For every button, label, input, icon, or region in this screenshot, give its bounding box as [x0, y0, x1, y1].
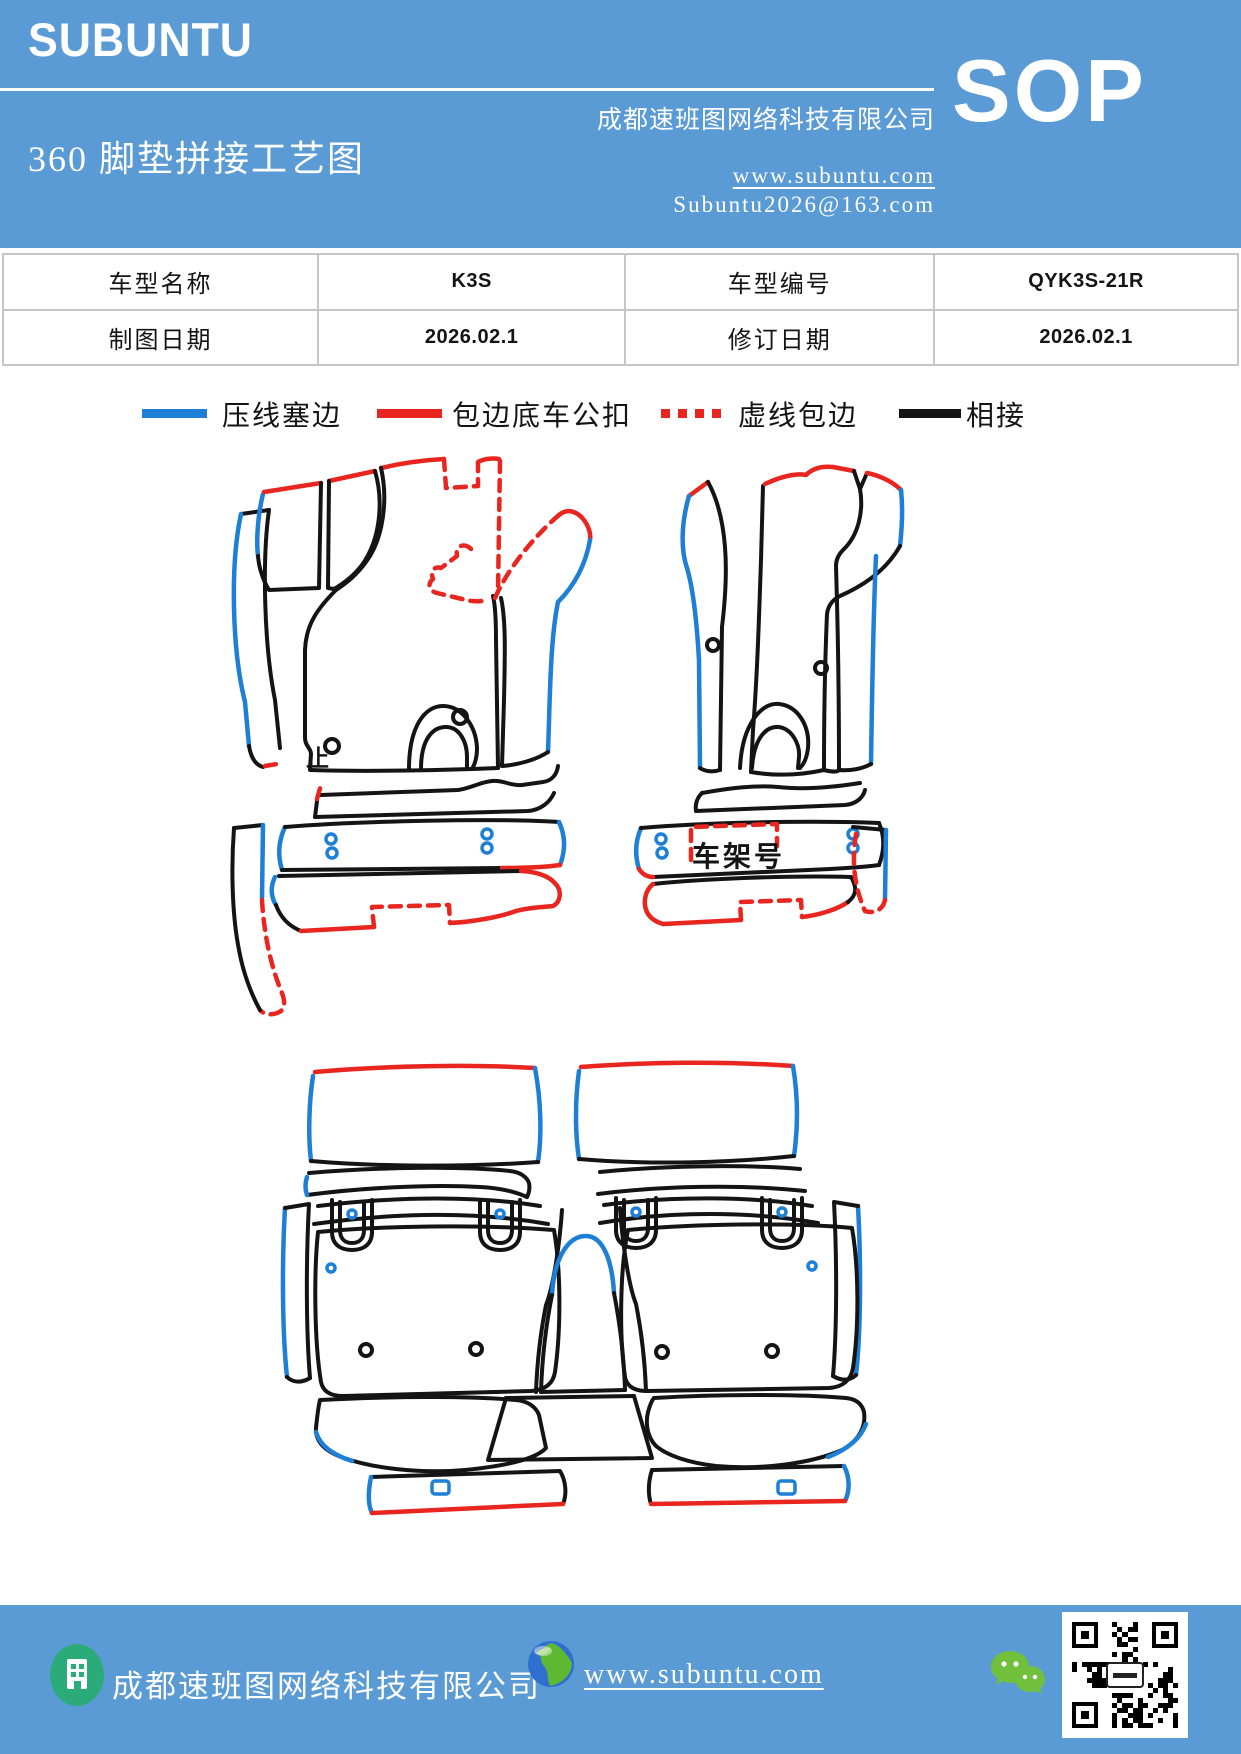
header-divider	[0, 88, 934, 91]
legend-label-joint: 相接	[966, 401, 1027, 432]
qr-code	[1062, 1612, 1188, 1738]
company-name-header: 成都速班图网络科技有限公司	[596, 107, 935, 134]
legend-label-press-tuck: 压线塞边	[222, 401, 343, 432]
revise-date-label: 修订日期	[626, 310, 936, 366]
email-address: Subuntu2026@163.com	[673, 192, 935, 217]
stop-mark-label: 止	[306, 746, 329, 771]
vin-area-label: 车架号	[692, 840, 785, 873]
legend-label-dashed-binding: 虚线包边	[738, 401, 859, 432]
revise-date-value: 2026.02.1	[935, 310, 1239, 366]
company-name-footer: 成都速班图网络科技有限公司	[112, 1669, 541, 1704]
website-link-header[interactable]: www.subuntu.com	[732, 163, 935, 188]
vehicle-code-label: 车型编号	[626, 255, 936, 311]
front-left-mat-diagram: 止	[230, 456, 593, 1017]
qr-finder-icon	[1072, 1622, 1098, 1648]
vehicle-code-value: QYK3S-21R	[935, 255, 1239, 311]
header-banner: SUBUNTU 360 脚垫拼接工艺图 成都速班图网络科技有限公司 SOP ww…	[0, 0, 1241, 248]
footer-banner: 成都速班图网络科技有限公司 www.subuntu.com	[0, 1605, 1241, 1754]
sop-badge: SOP	[952, 41, 1147, 140]
draw-date-value: 2026.02.1	[318, 310, 627, 366]
qr-center-logo	[1106, 1662, 1144, 1688]
vehicle-name-value: K3S	[318, 255, 627, 311]
qr-finder-icon	[1072, 1702, 1098, 1728]
brand-logo: SUBUNTU	[28, 13, 253, 66]
rear-mat-diagram	[280, 1060, 869, 1516]
legend-swatch-binding-buckle	[377, 409, 442, 418]
page-title: 360 脚垫拼接工艺图	[28, 139, 366, 179]
qr-finder-icon	[1152, 1622, 1178, 1648]
building-icon	[50, 1644, 104, 1706]
legend-label-binding-buckle: 包边底车公扣	[452, 401, 633, 432]
wechat-icon	[991, 1651, 1045, 1694]
qr-pattern	[1072, 1622, 1178, 1728]
website-link-footer[interactable]: www.subuntu.com	[584, 1659, 824, 1690]
legend-swatch-dashed-binding	[661, 409, 723, 418]
vehicle-info-table: 车型名称 K3S 车型编号 QYK3S-21R 制图日期 2026.02.1 修…	[2, 253, 1239, 366]
vehicle-name-label: 车型名称	[4, 255, 319, 311]
globe-icon	[528, 1641, 574, 1687]
front-right-mat-diagram: 车架号	[634, 464, 905, 927]
legend-swatch-joint	[899, 409, 961, 418]
legend-swatch-press-tuck	[142, 409, 207, 418]
draw-date-label: 制图日期	[4, 310, 319, 366]
